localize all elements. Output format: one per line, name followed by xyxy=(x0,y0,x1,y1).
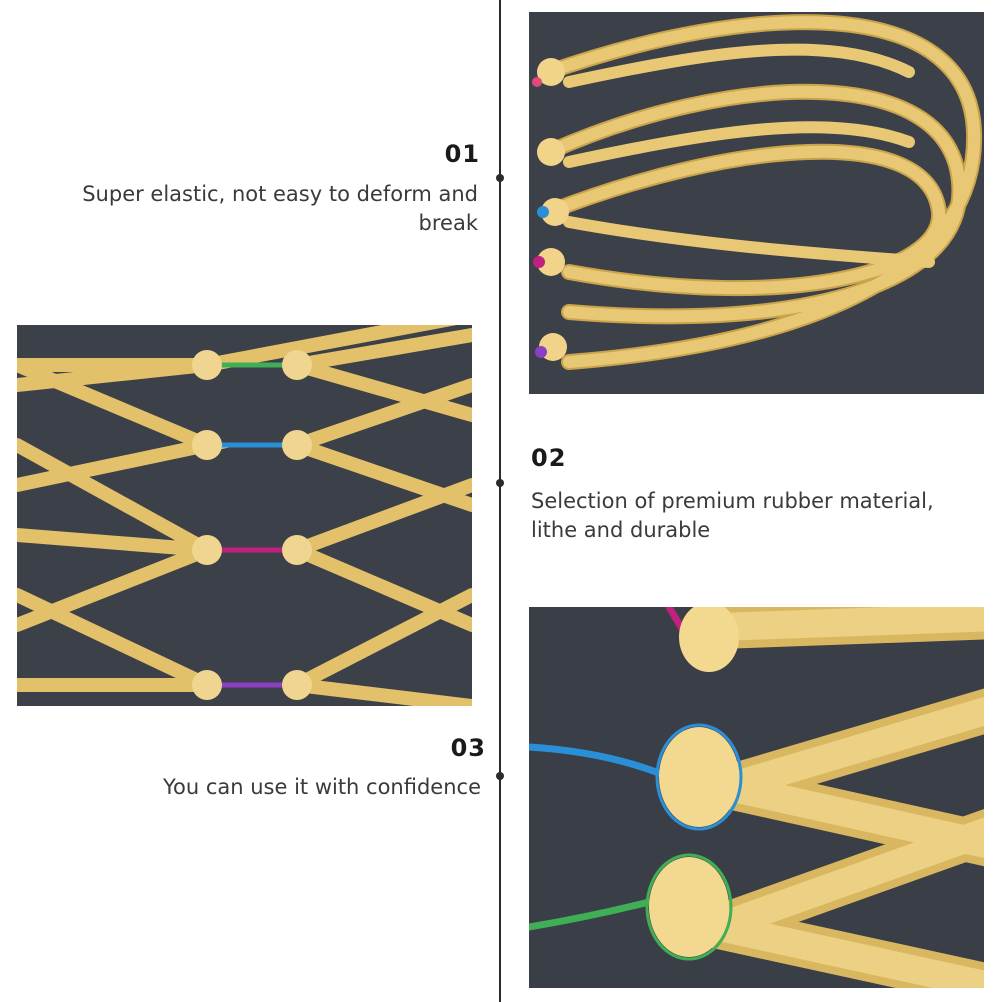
feature-01-number: 01 xyxy=(444,140,480,168)
feature-02-text: Selection of premium rubber material, li… xyxy=(531,489,934,542)
tubes-closeup-photo xyxy=(529,607,984,988)
tubes-looped-photo xyxy=(529,12,984,394)
timeline-line xyxy=(499,0,501,1002)
tubes-net-photo xyxy=(17,325,472,706)
feature-01-text: Super elastic, not easy to deform and br… xyxy=(82,182,478,235)
timeline-dot-01 xyxy=(496,174,504,182)
feature-03-text: You can use it with confidence xyxy=(162,775,481,799)
timeline-dot-02 xyxy=(496,479,504,487)
feature-03-number: 03 xyxy=(450,734,486,762)
timeline-dot-03 xyxy=(496,772,504,780)
feature-02-number: 02 xyxy=(531,444,567,472)
